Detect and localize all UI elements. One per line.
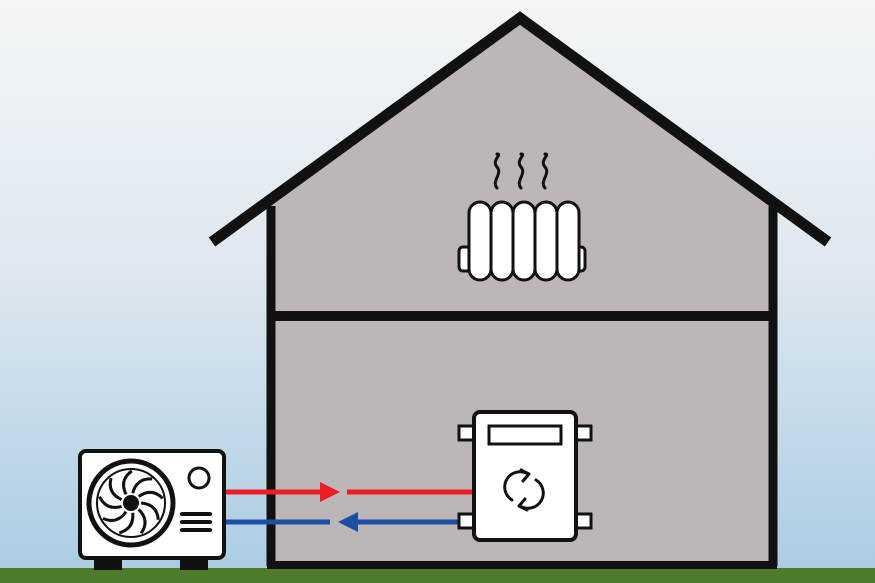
indoor-unit-display xyxy=(487,424,563,446)
outdoor-unit xyxy=(78,449,226,570)
house-body xyxy=(271,21,773,565)
fan-blade xyxy=(102,510,128,522)
roof xyxy=(208,11,832,247)
fan-blade xyxy=(118,512,135,535)
radiator-icon xyxy=(457,200,587,282)
fan-blade xyxy=(108,477,123,501)
fan-blade xyxy=(122,469,133,495)
steam-waves-icon xyxy=(493,152,549,190)
fan-blade xyxy=(140,501,160,520)
ground xyxy=(0,568,875,583)
heat-pump-fan-icon xyxy=(86,458,176,548)
supply-flow xyxy=(226,482,474,502)
return-flow xyxy=(226,512,474,532)
supply-arrowhead xyxy=(320,482,340,502)
cycle-arrows-icon xyxy=(503,468,545,512)
house xyxy=(208,11,832,569)
fan-blade xyxy=(131,477,153,494)
indoor-unit xyxy=(457,410,593,542)
outdoor-unit-vent-icon xyxy=(180,512,212,532)
fan-blade xyxy=(137,508,147,535)
fan-blade xyxy=(98,495,123,509)
fan-blade xyxy=(137,490,164,500)
outdoor-unit-indicator xyxy=(187,466,211,490)
return-arrowhead xyxy=(338,512,358,532)
